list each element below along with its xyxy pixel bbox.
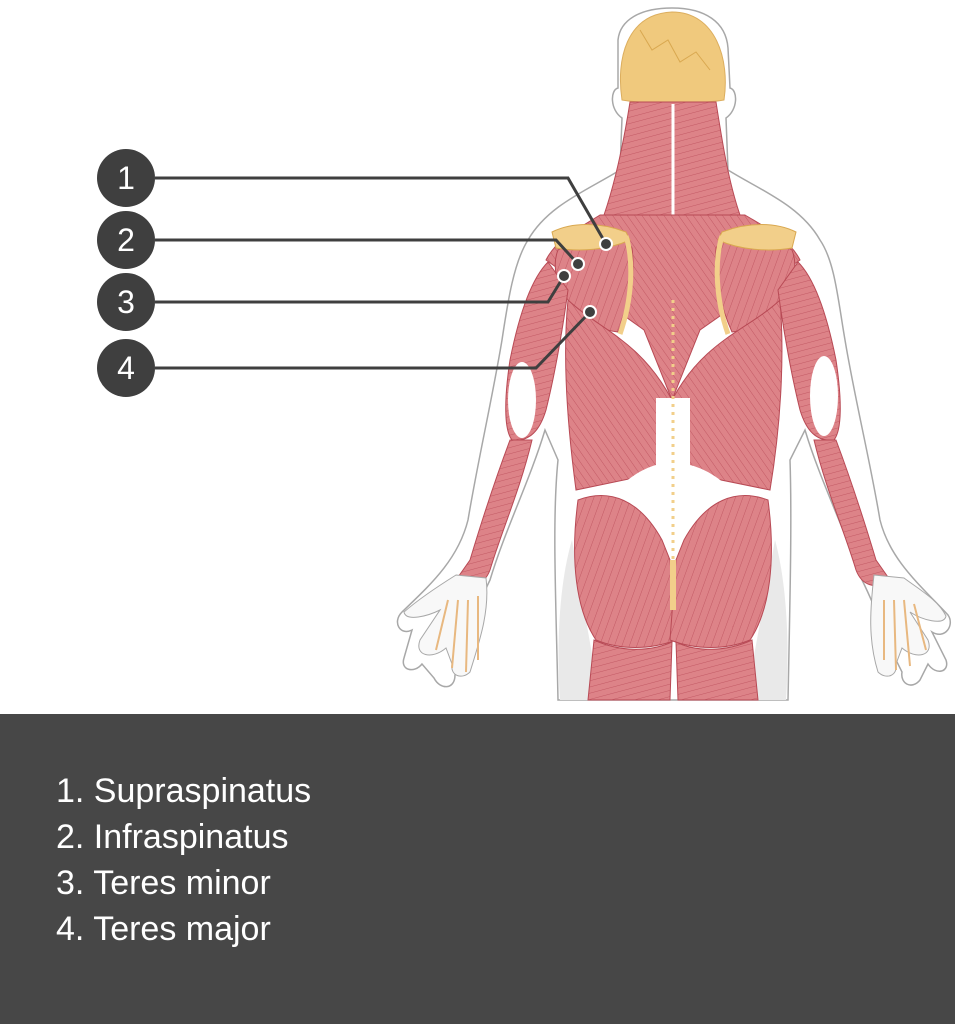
right-hand <box>870 574 947 677</box>
back-muscles-illustration: 1 2 3 4 <box>97 7 952 701</box>
right-scapular-spine <box>717 224 797 251</box>
gluteus-left <box>574 495 677 648</box>
leader-line-1 <box>155 176 608 245</box>
target-dot-3 <box>557 269 571 283</box>
marker-2: 2 <box>97 211 155 269</box>
target-dot-4 <box>583 305 597 319</box>
gluteus-right <box>669 495 772 648</box>
hip-shadow-left <box>558 540 600 700</box>
legend-panel: 1. Supraspinatus 2. Infraspinatus 3. Ter… <box>0 714 955 1024</box>
left-elbow-tendon <box>508 362 536 438</box>
legend-list: 1. Supraspinatus 2. Infraspinatus 3. Ter… <box>0 714 955 952</box>
right-elbow-tendon <box>810 356 838 436</box>
marker-3: 3 <box>97 273 155 331</box>
marker-4: 4 <box>97 339 155 397</box>
leader-line-4 <box>155 310 592 370</box>
legend-item-infraspinatus: 2. Infraspinatus <box>56 818 289 856</box>
legend-item-teres-major: 4. Teres major <box>56 910 271 948</box>
right-forearm <box>813 439 891 586</box>
marker-3-number: 3 <box>117 284 135 320</box>
marker-4-number: 4 <box>117 350 135 386</box>
thigh-right <box>675 639 759 701</box>
anatomy-figure: 1 2 3 4 <box>97 7 952 701</box>
legend-item-teres-minor: 3. Teres minor <box>56 864 271 902</box>
marker-1: 1 <box>97 149 155 207</box>
leader-line-2 <box>155 238 580 266</box>
target-dot-1 <box>599 237 613 251</box>
hip-shadow-right <box>746 540 788 700</box>
marker-1-number: 1 <box>117 160 135 196</box>
leader-line-3 <box>155 275 566 304</box>
legend-item-supraspinatus: 1. Supraspinatus <box>56 772 312 810</box>
thigh-left <box>587 639 673 701</box>
target-dot-2 <box>571 257 585 271</box>
marker-2-number: 2 <box>117 222 135 258</box>
